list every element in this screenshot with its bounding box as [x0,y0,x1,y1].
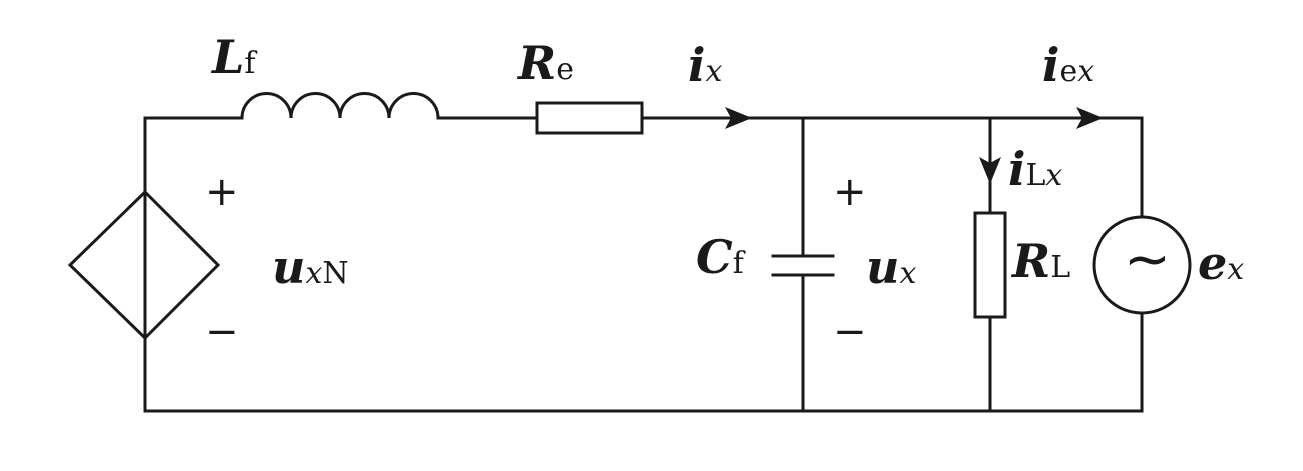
label-series-resistor: Re [518,40,574,86]
label-current-ix: ix [688,42,722,88]
label-inductor-sub: f [244,46,256,81]
plus-sign-source: + [205,169,239,215]
label-ac-source-sub-x: x [1227,252,1245,287]
label-capacitor-sub: f [732,246,744,281]
label-current-ix-sub-x: x [705,54,723,89]
label-ac-source: ex [1198,240,1244,286]
current-arrow-iLx [979,157,1001,184]
ac-source-tilde-icon: ~ [1124,227,1171,292]
label-current-iLx-sub-x: x [1045,158,1063,193]
label-dependent-source-sub-x: x [305,256,323,291]
label-current-iex: iex [1042,42,1094,88]
label-current-iLx-sub: Lx [1025,158,1062,193]
label-dependent-source-symbol: u [272,240,306,294]
current-arrow-iex [1076,107,1103,129]
label-current-iex-sub-x: x [1077,54,1095,89]
inductor-coil [240,92,440,120]
series-resistor [535,101,644,135]
label-current-ix-sub: x [705,54,722,89]
label-voltage-ux: ux [866,244,916,290]
label-voltage-ux-sub-x: x [899,256,917,291]
minus-sign-ux: − [833,309,867,355]
label-current-iLx-sub-L: L [1025,158,1046,193]
label-load-resistor: RL [1012,238,1070,284]
dependent-voltage-source [67,189,221,341]
label-load-resistor-sub: L [1050,250,1071,285]
label-voltage-ux-sub: x [899,256,916,291]
label-current-iex-sub: ex [1059,54,1094,89]
label-current-ix-symbol: i [688,38,706,92]
label-current-iLx: iLx [1008,146,1062,192]
load-resistor [973,211,1007,319]
plus-sign-ux: + [833,169,867,215]
label-current-iex-symbol: i [1042,38,1060,92]
label-capacitor: Cf [696,234,744,280]
label-series-resistor-symbol: R [518,36,557,90]
label-series-resistor-sub: e [556,52,574,87]
label-current-iex-sub-e: e [1059,54,1078,89]
label-load-resistor-symbol: R [1012,234,1051,288]
label-dependent-source-sub: xN [305,256,348,291]
label-inductor: Lf [212,34,255,80]
label-dependent-source: uxN [272,244,349,290]
label-current-iLx-symbol: i [1008,142,1026,196]
label-ac-source-sub: x [1227,252,1244,287]
label-voltage-ux-symbol: u [866,240,900,294]
label-dependent-source-sub-N: N [322,256,349,291]
label-inductor-symbol: L [212,30,245,84]
label-ac-source-symbol: e [1198,236,1228,290]
minus-sign-source: − [205,309,239,355]
current-arrow-ix [725,107,752,129]
label-capacitor-symbol: C [696,230,733,284]
